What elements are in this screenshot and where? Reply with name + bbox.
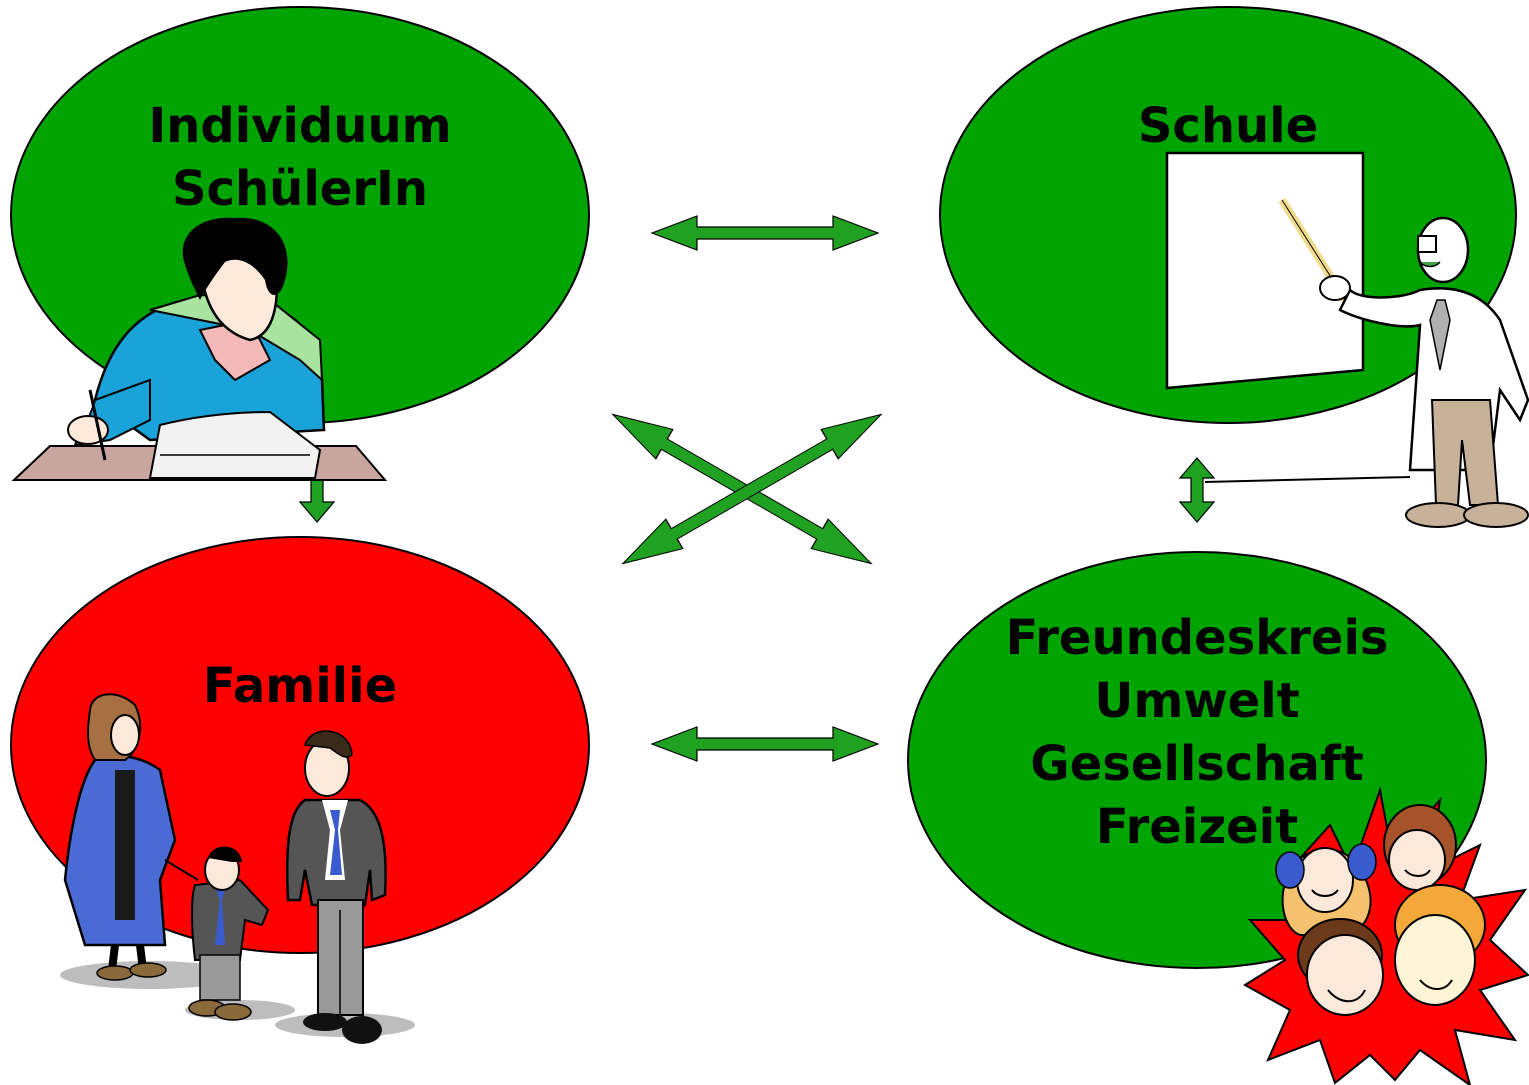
individuum-label-2: SchülerIn	[172, 161, 428, 217]
arrow-individuum-schule	[651, 215, 879, 251]
family-icon	[60, 693, 415, 1044]
freundeskreis-label-3: Gesellschaft	[1030, 736, 1363, 792]
arrow-familie-freundeskreis	[651, 726, 879, 762]
freundeskreis-label-1: Freundeskreis	[1006, 610, 1389, 666]
freundeskreis-label-4: Freizeit	[1096, 799, 1298, 855]
individuum-label-1: Individuum	[148, 98, 451, 154]
familie-label: Familie	[203, 658, 397, 714]
children-faces-icon	[1243, 786, 1529, 1085]
teacher-pointing-icon	[1165, 151, 1529, 528]
arrow-schule-freundeskreis	[1179, 457, 1215, 523]
freundeskreis-label-2: Umwelt	[1094, 673, 1299, 729]
student-writing-icon	[11, 217, 388, 481]
schule-label: Schule	[1138, 98, 1318, 154]
